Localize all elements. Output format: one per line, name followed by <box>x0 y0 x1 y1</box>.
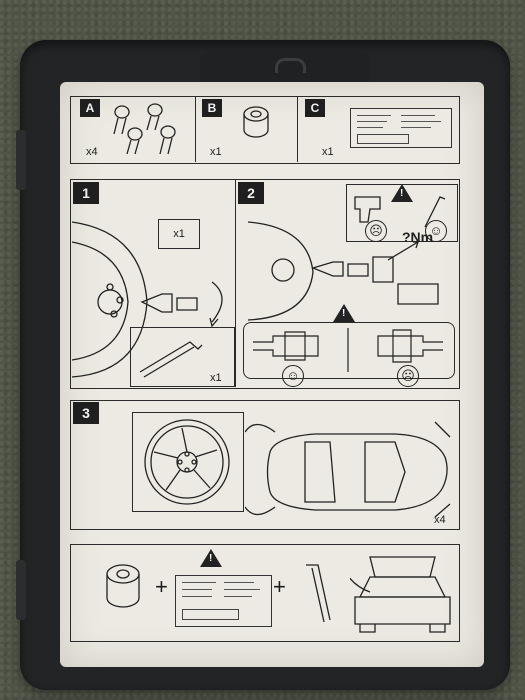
key-socket-illustration <box>243 106 269 138</box>
step-divider <box>235 179 236 387</box>
plus-sign: + <box>273 574 286 599</box>
step-1-number: 1 <box>73 182 99 204</box>
key-socket-illustration <box>106 564 140 608</box>
good-face-icon: ☺ <box>282 365 304 387</box>
step-3-panel <box>70 400 460 530</box>
plus-sign: + <box>155 574 168 599</box>
case-left-clip-lower <box>16 560 26 620</box>
step-1-qty-top: x1 <box>158 219 200 249</box>
car-top-view-illustration <box>245 421 451 518</box>
steps-1-2-panel <box>70 179 460 389</box>
warning-icon: ! <box>391 184 413 202</box>
alloy-wheel-illustration <box>144 419 230 505</box>
wrench-icon <box>306 564 331 623</box>
step-1-qty-bottom: x1 <box>210 372 222 384</box>
part-a-qty: x4 <box>86 146 98 158</box>
step-1-wrench-inset <box>130 327 235 387</box>
code-card-illustration <box>350 108 452 148</box>
case-hanging-hook <box>275 58 306 73</box>
case-left-clip <box>16 130 26 190</box>
parts-divider <box>297 96 298 162</box>
step-2-socket-fit-inset <box>243 322 455 379</box>
part-b-label: B <box>202 99 222 117</box>
part-c-label: C <box>305 99 325 117</box>
step-3-number: 3 <box>73 402 99 424</box>
part-c-qty: x1 <box>322 146 334 158</box>
torque-label: ?Nm <box>402 229 434 245</box>
step-2-number: 2 <box>238 182 264 204</box>
storage-panel <box>70 544 460 642</box>
bad-face-icon: ☹ <box>397 365 419 387</box>
lock-bolts-illustration <box>113 103 176 155</box>
step-1-wheel-illustration <box>72 221 223 378</box>
car-trunk-illustration <box>350 556 451 633</box>
step-3-wheel-inset <box>132 412 244 512</box>
code-card-illustration <box>175 575 272 627</box>
good-face-icon: ☺ <box>425 220 447 242</box>
warning-icon: ! <box>200 549 222 567</box>
wrench-icon <box>139 341 203 378</box>
warning-icon: ! <box>333 304 355 322</box>
bad-face-icon: ☹ <box>365 220 387 242</box>
step-2-wheel-illustration <box>247 221 439 321</box>
parts-panel <box>70 96 460 164</box>
part-a-label: A <box>80 99 100 117</box>
parts-divider <box>195 96 196 162</box>
socket-fit-illustration <box>253 328 443 372</box>
instruction-sheet: A x4 B x1 C x1 1 x1 <box>60 82 484 667</box>
step-3-qty: x4 <box>434 514 446 526</box>
part-b-qty: x1 <box>210 146 222 158</box>
